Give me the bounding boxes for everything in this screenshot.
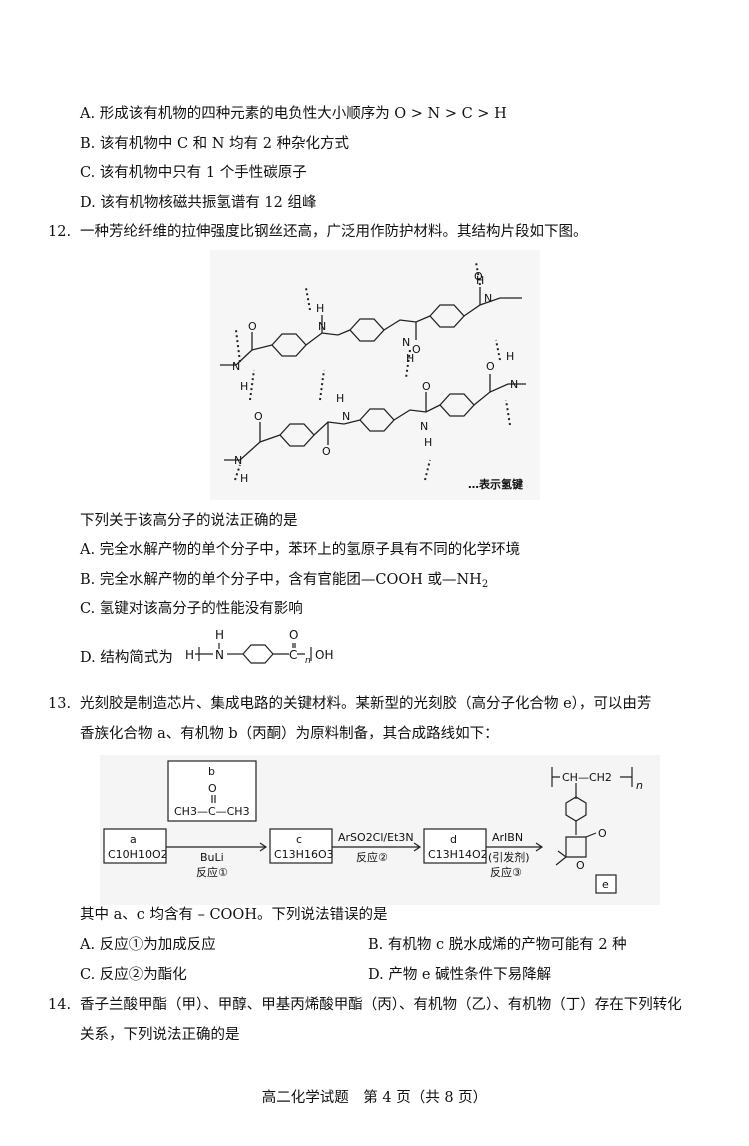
svg-text:N: N	[215, 648, 224, 662]
svg-text:N: N	[420, 420, 428, 433]
svg-text:O: O	[412, 343, 421, 356]
reaction2-reagent: ArSO2Cl/Et3N	[338, 831, 414, 844]
aramid-structure-figure: NH O HN NH O HN O O NH O NH O NH O NH …表…	[210, 250, 540, 500]
compound-a-label: a	[130, 833, 137, 846]
compound-b-label: b	[208, 765, 215, 778]
svg-text:H: H	[336, 392, 344, 405]
svg-text:O: O	[422, 380, 431, 393]
svg-text:H: H	[424, 436, 432, 449]
q11-option-a: A. 形成该有机物的四种元素的电负性大小顺序为 O > N > C > H	[80, 106, 507, 122]
svg-text:H: H	[185, 648, 194, 662]
hydrogen-bond-legend: …表示氢键	[468, 477, 524, 491]
compound-d-formula: C13H14O2	[428, 848, 488, 861]
reaction1-reagent: BuLi	[200, 851, 224, 864]
svg-text:N: N	[232, 360, 240, 373]
svg-text:N: N	[234, 454, 242, 467]
svg-text:N: N	[402, 336, 410, 349]
q12-option-b-text: B. 完全水解产物的单个分子中，含有官能团—COOH 或—NH	[80, 572, 482, 588]
svg-text:H: H	[316, 302, 324, 315]
q12-option-c: C. 氢键对该高分子的性能没有影响	[80, 601, 303, 617]
q12-option-b-subscript: 2	[481, 579, 489, 590]
compound-b-oxygen: O	[208, 782, 217, 795]
q13-stem-line2: 香族化合物 a、有机物 b（丙酮）为原料制备，其合成路线如下：	[80, 726, 499, 742]
svg-text:N: N	[510, 378, 518, 391]
svg-text:N: N	[484, 292, 492, 305]
q11-option-b: B. 该有机物中 C 和 N 均有 2 种杂化方式	[80, 136, 350, 152]
svg-text:N: N	[318, 320, 326, 333]
svg-text:H: H	[215, 628, 224, 642]
q14-stem-line1: 香子兰酸甲酯（甲）、甲醇、甲基丙烯酸甲酯（丙）、有机物（乙）、有机物（丁）存在下…	[80, 997, 682, 1013]
compound-a-formula: C10H10O2	[108, 848, 168, 861]
q11-option-d: D. 该有机物核磁共振氢谱有 12 组峰	[80, 195, 317, 211]
product-e-label: e	[602, 878, 609, 891]
q11-option-c: C. 该有机物中只有 1 个手性碳原子	[80, 165, 307, 181]
svg-text:O: O	[486, 360, 495, 373]
q12-stem: 一种芳纶纤维的拉伸强度比钢丝还高，广泛用作防护材料。其结构片段如下图。	[80, 224, 588, 240]
lactone-ring-oxygen: O	[576, 859, 585, 872]
svg-text:O: O	[254, 410, 263, 423]
compound-c-label: c	[296, 833, 302, 846]
svg-text:n: n	[305, 656, 311, 666]
q13-prompt: 其中 a、c 均含有 – COOH。下列说法错误的是	[80, 907, 388, 923]
svg-text:OH: OH	[315, 648, 333, 662]
lactone-carbonyl-oxygen: O	[598, 827, 607, 840]
q12-prompt: 下列关于该高分子的说法正确的是	[80, 513, 298, 529]
compound-c-box	[269, 828, 333, 864]
q14-stem-line2: 关系，下列说法正确的是	[80, 1027, 240, 1043]
reaction2-name: 反应②	[356, 850, 388, 864]
q13-option-c: C. 反应②为酯化	[80, 967, 187, 983]
svg-text:O: O	[248, 320, 257, 333]
svg-text:H: H	[240, 380, 248, 393]
q12-option-d-structure: H H N O C n OH	[185, 628, 333, 666]
compound-b-formula: CH3—C—CH3	[174, 805, 250, 818]
page-footer: 高二化学试题 第 4 页（共 8 页）	[261, 1090, 488, 1106]
synthesis-scheme: a C10H10O2 b O CH3—C—CH3 c C13H16O3 d C1…	[100, 755, 660, 905]
svg-text:H: H	[476, 274, 484, 287]
q12-option-b: B. 完全水解产物的单个分子中，含有官能团—COOH 或—NH2	[80, 570, 488, 595]
svg-text:H: H	[506, 350, 514, 363]
svg-text:H: H	[406, 352, 414, 365]
q12-number: 12.	[48, 224, 72, 240]
svg-text:N: N	[342, 410, 350, 423]
q12-option-a: A. 完全水解产物的单个分子中，苯环上的氢原子具有不同的化学环境	[80, 542, 521, 558]
compound-c-formula: C13H16O3	[274, 848, 334, 861]
compound-d-label: d	[450, 833, 457, 846]
svg-text:H: H	[240, 472, 248, 485]
product-e-box	[595, 874, 617, 894]
q14-number: 14.	[48, 997, 72, 1013]
compound-d-box	[423, 828, 487, 864]
polymer-n: n	[636, 779, 643, 792]
compound-b-box	[167, 760, 257, 822]
polymer-chain: CH—CH2	[562, 771, 612, 784]
q13-option-a: A. 反应①为加成反应	[80, 937, 216, 953]
q13-stem-line1: 光刻胶是制造芯片、集成电路的关键材料。某新型的光刻胶（高分子化合物 e），可以由…	[80, 696, 652, 712]
compound-a-box	[103, 828, 167, 864]
reaction3-name: 反应③	[490, 865, 522, 879]
q13-number: 13.	[48, 696, 72, 712]
reaction3-note: (引发剂)	[488, 850, 530, 864]
svg-text:O: O	[289, 628, 298, 642]
q13-option-d: D. 产物 e 碱性条件下易降解	[368, 967, 552, 983]
reaction1-name: 反应①	[196, 865, 228, 879]
q13-option-b: B. 有机物 c 脱水成烯的产物可能有 2 种	[368, 937, 627, 953]
reaction3-reagent: ArIBN	[492, 831, 523, 844]
svg-text:O: O	[322, 445, 331, 458]
svg-text:O: O	[474, 270, 483, 283]
q12-option-d-prefix: D. 结构简式为	[80, 650, 173, 666]
svg-text:C: C	[289, 648, 297, 662]
